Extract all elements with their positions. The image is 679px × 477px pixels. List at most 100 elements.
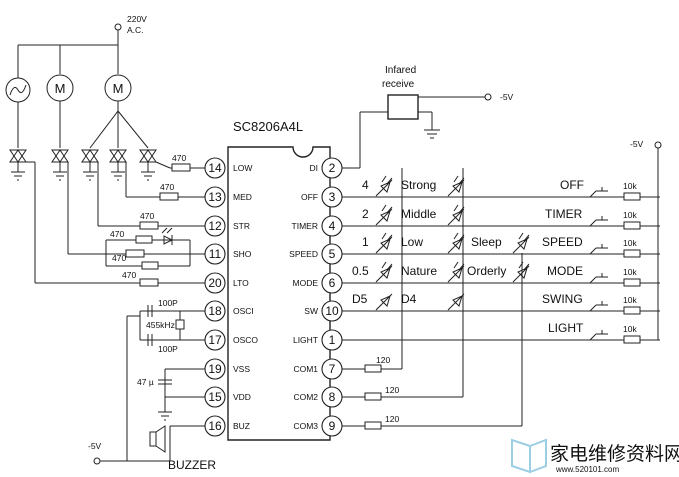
watermark-url: www.520101.com (555, 465, 619, 474)
pin-20-label: LTO (233, 278, 249, 288)
osc-cap-2-value: 100P (158, 344, 178, 354)
pin-14-label: LOW (233, 163, 252, 173)
led-label-strong: Strong (401, 178, 436, 192)
key-supply-terminal-icon (654, 141, 662, 149)
resistor-str (139, 221, 159, 230)
resistor-lto-value: 470 (122, 270, 136, 280)
key-speed-label: SPEED (542, 235, 583, 249)
key-supply-label: -5V (630, 139, 644, 149)
resistor-com1 (364, 364, 382, 373)
key-speed-resistor: 10k (623, 238, 637, 248)
watermark-book-icon (511, 438, 531, 474)
pin-9-label: COM3 (293, 421, 318, 431)
led-label-orderly: Orderly (467, 264, 506, 278)
pin-7-number: 7 (329, 362, 336, 376)
pin-16-number: 16 (208, 419, 222, 433)
buzzer-label: BUZZER (168, 458, 216, 472)
pin-5-label: SPEED (289, 249, 318, 259)
resistor-med (159, 192, 179, 201)
led-icon-5 (375, 232, 393, 254)
power-cap-value: 47 µ (137, 377, 154, 387)
ir-supply-terminal-icon (484, 93, 492, 101)
key-timer-label: TIMER (545, 207, 583, 221)
key-light-label: LIGHT (548, 321, 584, 335)
led-label-sleep: Sleep (471, 235, 502, 249)
led-label-nature: Nature (401, 264, 437, 278)
pin-6-number: 6 (329, 276, 336, 290)
key-speed[interactable]: SPEED 10k (542, 235, 641, 258)
ir-supply-label: -5V (500, 92, 514, 102)
ic-outline (227, 146, 331, 441)
buzzer-section: -5V BUZZER (88, 425, 216, 472)
pin-6-label: MODE (293, 278, 319, 288)
led-icon-11 (375, 293, 393, 311)
key-swing[interactable]: SWING 10k (542, 292, 641, 315)
pin-12-number: 12 (208, 219, 222, 233)
pin-3-label: OFF (301, 192, 318, 202)
osc-cap-1-value: 100P (158, 298, 178, 308)
key-light-resistor: 10k (623, 324, 637, 334)
pin-5-number: 5 (329, 247, 336, 261)
resistor-sho (125, 249, 145, 258)
led-label-0-5: 0.5 (352, 264, 369, 278)
pin-10-label: SW (304, 306, 318, 316)
key-mode-resistor: 10k (623, 267, 637, 277)
key-timer[interactable]: TIMER 10k (545, 207, 641, 230)
pin-3-number: 3 (329, 190, 336, 204)
resistor-lto (139, 278, 159, 287)
indicator-led-icon (161, 227, 174, 245)
key-off-label: OFF (560, 178, 584, 192)
pin-1-number: 1 (329, 333, 336, 347)
infrared-section: Infared receive -5V (342, 65, 514, 169)
mains-voltage-label: 220V (127, 14, 147, 24)
ir-receiver-icon (387, 94, 419, 120)
pin-9-number: 9 (329, 419, 336, 433)
pin-19-label: VSS (233, 364, 250, 374)
key-off[interactable]: OFF 10k (560, 178, 641, 201)
pin-10-number: 10 (325, 304, 339, 318)
crystal-frequency: 455kHz (146, 320, 175, 330)
pin-13-label: MED (233, 192, 252, 202)
pin-17-label: OSCO (233, 335, 258, 345)
led-icon-4 (447, 204, 465, 226)
ir-label-line2: receive (382, 79, 415, 90)
pin-18-number: 18 (208, 304, 222, 318)
pin-19-number: 19 (208, 362, 222, 376)
motor-1-label: M (55, 81, 66, 96)
key-mode[interactable]: MODE 10k (547, 264, 641, 287)
buzzer-icon (149, 425, 166, 453)
pin-12-label: STR (233, 221, 250, 231)
key-light[interactable]: LIGHT 10k (548, 321, 641, 344)
pin-11-number: 11 (209, 247, 222, 261)
led-icon-8 (375, 261, 393, 283)
pin-18-label: OSCI (233, 306, 254, 316)
resistor-com2-value: 120 (385, 385, 399, 395)
led-label-d4: D4 (401, 292, 417, 306)
resistor-com1-value: 120 (376, 355, 390, 365)
led-label-2: 2 (362, 207, 369, 221)
pin-15-number: 15 (208, 390, 222, 404)
mains-section: 220V A.C. M M (5, 14, 157, 181)
led-matrix: 120 120 120 4 Strong 2 Middle 1 Low Slee… (342, 168, 660, 430)
led-icon-9 (447, 261, 465, 283)
buzzer-supply-terminal-icon (93, 457, 101, 465)
pin-11-label: SHO (233, 249, 252, 259)
resistor-med-value: 470 (160, 182, 174, 192)
pin-4-label: TIMER (292, 221, 318, 231)
resistor-str-value: 470 (140, 211, 154, 221)
key-timer-resistor: 10k (623, 210, 637, 220)
mains-terminal-icon (114, 23, 122, 31)
key-mode-label: MODE (547, 264, 583, 278)
triac-1-icon (9, 149, 27, 181)
pin-8-number: 8 (329, 390, 336, 404)
led-label-low: Low (401, 235, 423, 249)
led-label-middle: Middle (401, 207, 437, 221)
resistor-sho-led (135, 235, 153, 244)
ic-right-pins: 2 DI 3 OFF 4 TIMER 5 SPEED 6 MODE 10 SW … (289, 157, 343, 437)
ic-left-pins: 14 LOW 13 MED 12 STR 11 SHO 20 LTO 18 OS… (204, 157, 258, 437)
triac-2-icon (51, 149, 69, 181)
resistor-com3-value: 120 (385, 414, 399, 424)
power-section: 47 µ (137, 368, 205, 421)
